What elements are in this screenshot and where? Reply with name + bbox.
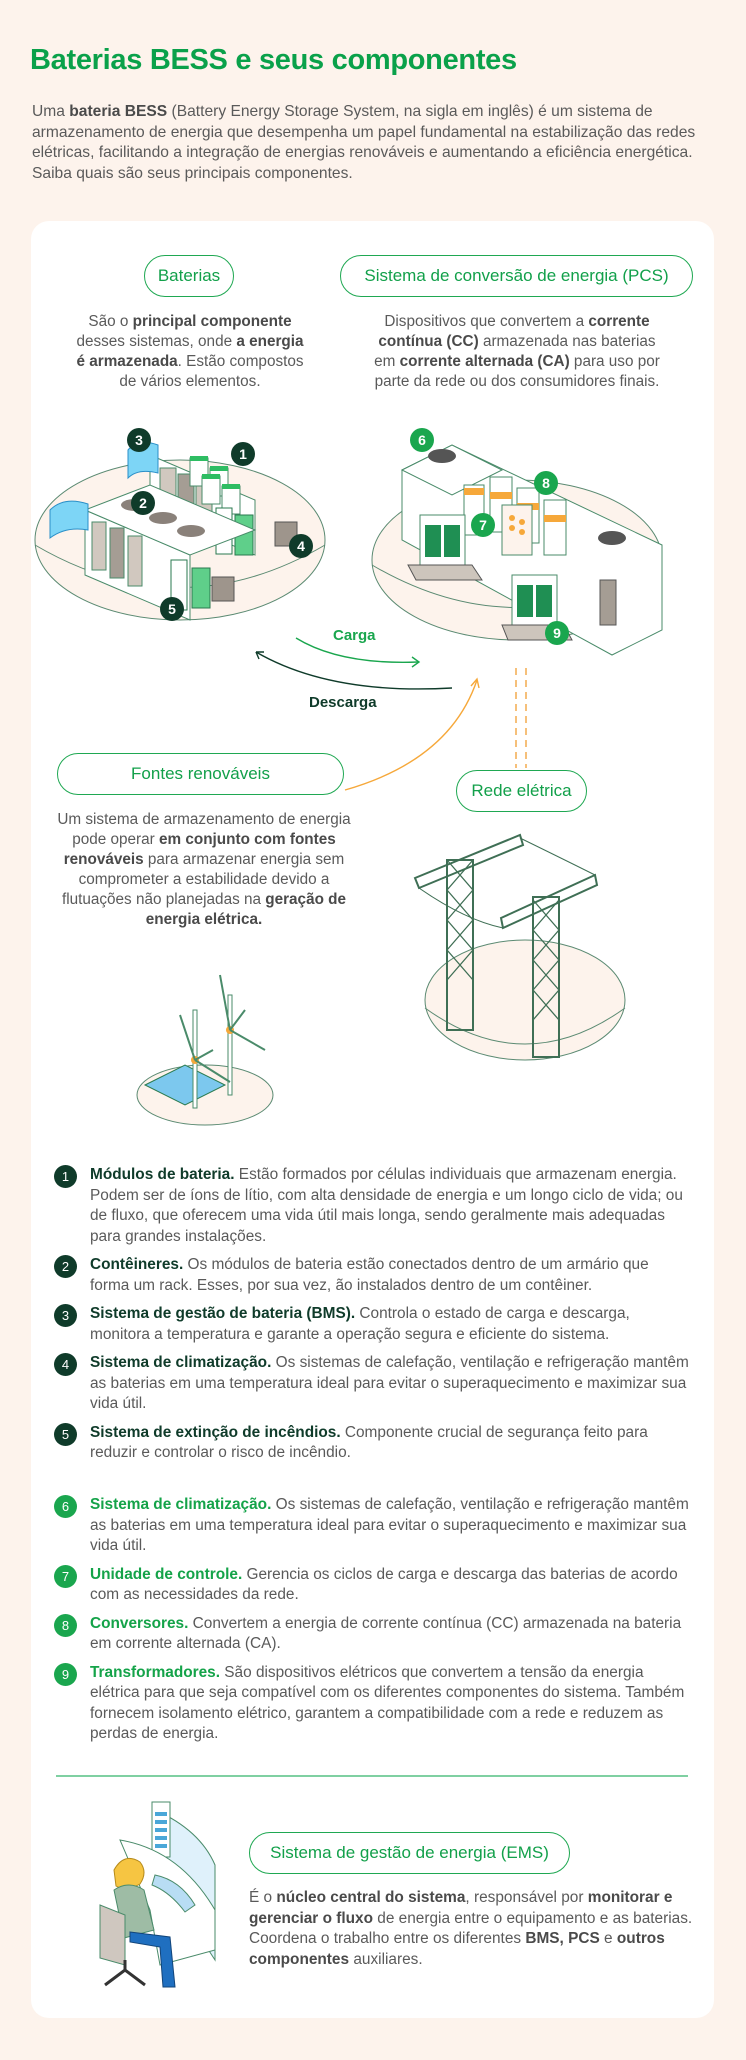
renewables-description: Um sistema de armazenamento de energia p…	[54, 810, 354, 930]
item-title: Sistema de gestão de bateria (BMS).	[90, 1305, 356, 1322]
item-badge: 1	[54, 1165, 77, 1188]
batteries-pill: Baterias	[144, 255, 234, 297]
desc-text: São o	[88, 313, 133, 330]
item-badge: 6	[54, 1495, 77, 1518]
ems-description: É o núcleo central do sistema, responsáv…	[249, 1888, 694, 1970]
item-badge: 7	[54, 1564, 77, 1588]
badge-2: 2	[131, 491, 155, 515]
component-item-2: 2 Contêineres. Os módulos de bateria estã…	[52, 1255, 692, 1296]
item-text: Os sistemas de calefação, ventilação e r…	[90, 1496, 689, 1554]
title-part: Baterias	[30, 44, 150, 76]
desc-bold: outros componentes	[249, 1930, 665, 1968]
component-item-4: 4 Sistema de climatização. Os sistemas de…	[52, 1353, 692, 1415]
item-title: Módulos de bateria.	[90, 1166, 235, 1183]
title-bold-components: componentes	[331, 44, 518, 76]
pcs-pill: Sistema de conversão de energia (PCS)	[340, 255, 693, 297]
item-title: Sistema de climatização.	[90, 1354, 272, 1371]
badge-5: 5	[160, 597, 184, 621]
desc-text: Um sistema de armazenamento de energia p…	[57, 811, 351, 848]
item-badge: 9	[54, 1662, 77, 1686]
desc-bold: núcleo central do sistema	[276, 1889, 466, 1906]
component-item-7: 7 Unidade de controle. Gerencia os ciclos…	[52, 1564, 692, 1606]
page-title: Baterias BESS e seus componentes	[30, 44, 517, 77]
item-title: Transformadores.	[90, 1663, 221, 1681]
badge-6: 6	[410, 428, 434, 452]
item-badge: 8	[54, 1613, 77, 1637]
components-list-2: 6 Sistema de climatização. Os sistemas de…	[52, 1495, 692, 1753]
item-text: Gerencia os ciclos de carga e descarga d…	[90, 1565, 678, 1604]
intro-text: Uma	[32, 103, 70, 120]
component-item-9: 9 Transformadores. São dispositivos elétr…	[52, 1662, 692, 1745]
component-item-6: 6 Sistema de climatização. Os sistemas de…	[52, 1495, 692, 1557]
item-title: Contêineres.	[90, 1256, 184, 1273]
item-title: Conversores.	[90, 1614, 189, 1632]
renewables-pill: Fontes renováveis	[57, 753, 344, 795]
components-list-1: 1 Módulos de bateria. Estão formados por …	[52, 1165, 692, 1472]
grid-pill: Rede elétrica	[456, 770, 587, 812]
desc-text: Dispositivos que convertem a	[384, 313, 589, 330]
item-badge: 2	[54, 1255, 77, 1278]
badge-9: 9	[545, 621, 569, 645]
desc-text: desses sistemas, onde	[76, 333, 237, 350]
batteries-description: São o principal componente desses sistem…	[72, 312, 308, 392]
desc-bold: em conjunto com fontes renováveis	[63, 831, 336, 868]
ems-pill: Sistema de gestão de energia (EMS)	[249, 1832, 570, 1874]
desc-text: para uso por parte da rede ou dos consum…	[374, 353, 660, 390]
desc-text: para armazenar energia sem comprometer a…	[61, 851, 345, 908]
item-title: Unidade de controle.	[90, 1565, 243, 1583]
component-item-5: 5 Sistema de extinção de incêndios. Compo…	[52, 1422, 692, 1464]
desc-text: . Estão compostos de vários elementos.	[119, 353, 304, 390]
desc-bold: principal componente	[132, 313, 292, 330]
charge-label: Carga	[333, 627, 376, 644]
item-text: São dispositivos elétricos que convertem…	[90, 1663, 685, 1743]
item-text: Estão formados por células individuais q…	[90, 1166, 683, 1245]
component-item-3: 3 Sistema de gestão de bateria (BMS). Con…	[52, 1304, 692, 1345]
desc-bold: geração de energia elétrica.	[145, 891, 347, 928]
section-divider	[56, 1775, 688, 1777]
desc-text: armazenada nas baterias em	[374, 333, 656, 370]
discharge-label: Descarga	[309, 694, 377, 711]
desc-bold: corrente alternada (CA)	[399, 353, 570, 370]
desc-text: auxiliares.	[349, 1950, 423, 1968]
badge-4: 4	[289, 534, 313, 558]
pcs-description: Dispositivos que convertem a corrente co…	[372, 312, 662, 392]
item-text: Componente crucial de segurança feito pa…	[90, 1423, 648, 1462]
item-badge: 3	[54, 1304, 77, 1327]
item-badge: 5	[54, 1422, 77, 1446]
intro-paragraph: Uma bateria BESS (Battery Energy Storage…	[32, 102, 712, 184]
badge-3: 3	[127, 428, 151, 452]
desc-text: e	[599, 1930, 617, 1947]
desc-text: , responsável por	[465, 1889, 588, 1906]
title-part: e seus	[227, 44, 332, 76]
item-text: Os sistemas de calefação, ventilação e r…	[90, 1354, 689, 1412]
badge-7: 7	[471, 513, 495, 537]
badge-1: 1	[231, 442, 255, 466]
desc-text: É o	[249, 1889, 277, 1906]
item-title: Sistema de climatização.	[90, 1496, 272, 1513]
desc-text: de energia entre o equipamento e as bate…	[249, 1909, 693, 1948]
item-text: Os módulos de bateria estão conectados d…	[90, 1256, 649, 1294]
desc-bold: BMS, PCS	[525, 1930, 600, 1947]
pcs-station-illustration	[371, 444, 663, 656]
title-bold-bess: BESS	[149, 44, 228, 76]
badge-8: 8	[534, 471, 558, 495]
item-text: Convertem a energia de corrente contínua…	[90, 1614, 682, 1653]
item-text: Controla o estado de carga e descarga, m…	[90, 1305, 630, 1343]
desc-bold: monitorar e gerenciar o fluxo	[249, 1889, 673, 1927]
intro-bold: bateria BESS	[69, 103, 168, 120]
operator-workstation-illustration	[99, 1801, 216, 1988]
item-badge: 4	[54, 1353, 77, 1376]
desc-bold: a energia é armazenada	[76, 333, 304, 370]
item-title: Sistema de extinção de incêndios.	[90, 1423, 341, 1441]
component-item-8: 8 Conversores. Convertem a energia de cor…	[52, 1613, 692, 1655]
component-item-1: 1 Módulos de bateria. Estão formados por …	[52, 1165, 692, 1247]
power-grid-illustration	[413, 833, 626, 1061]
battery-containers-illustration	[34, 441, 326, 621]
renewables-illustration	[136, 974, 274, 1126]
intro-text: (Battery Energy Storage System, na sigla…	[32, 103, 696, 182]
desc-bold: corrente contínua (CC)	[378, 313, 650, 350]
